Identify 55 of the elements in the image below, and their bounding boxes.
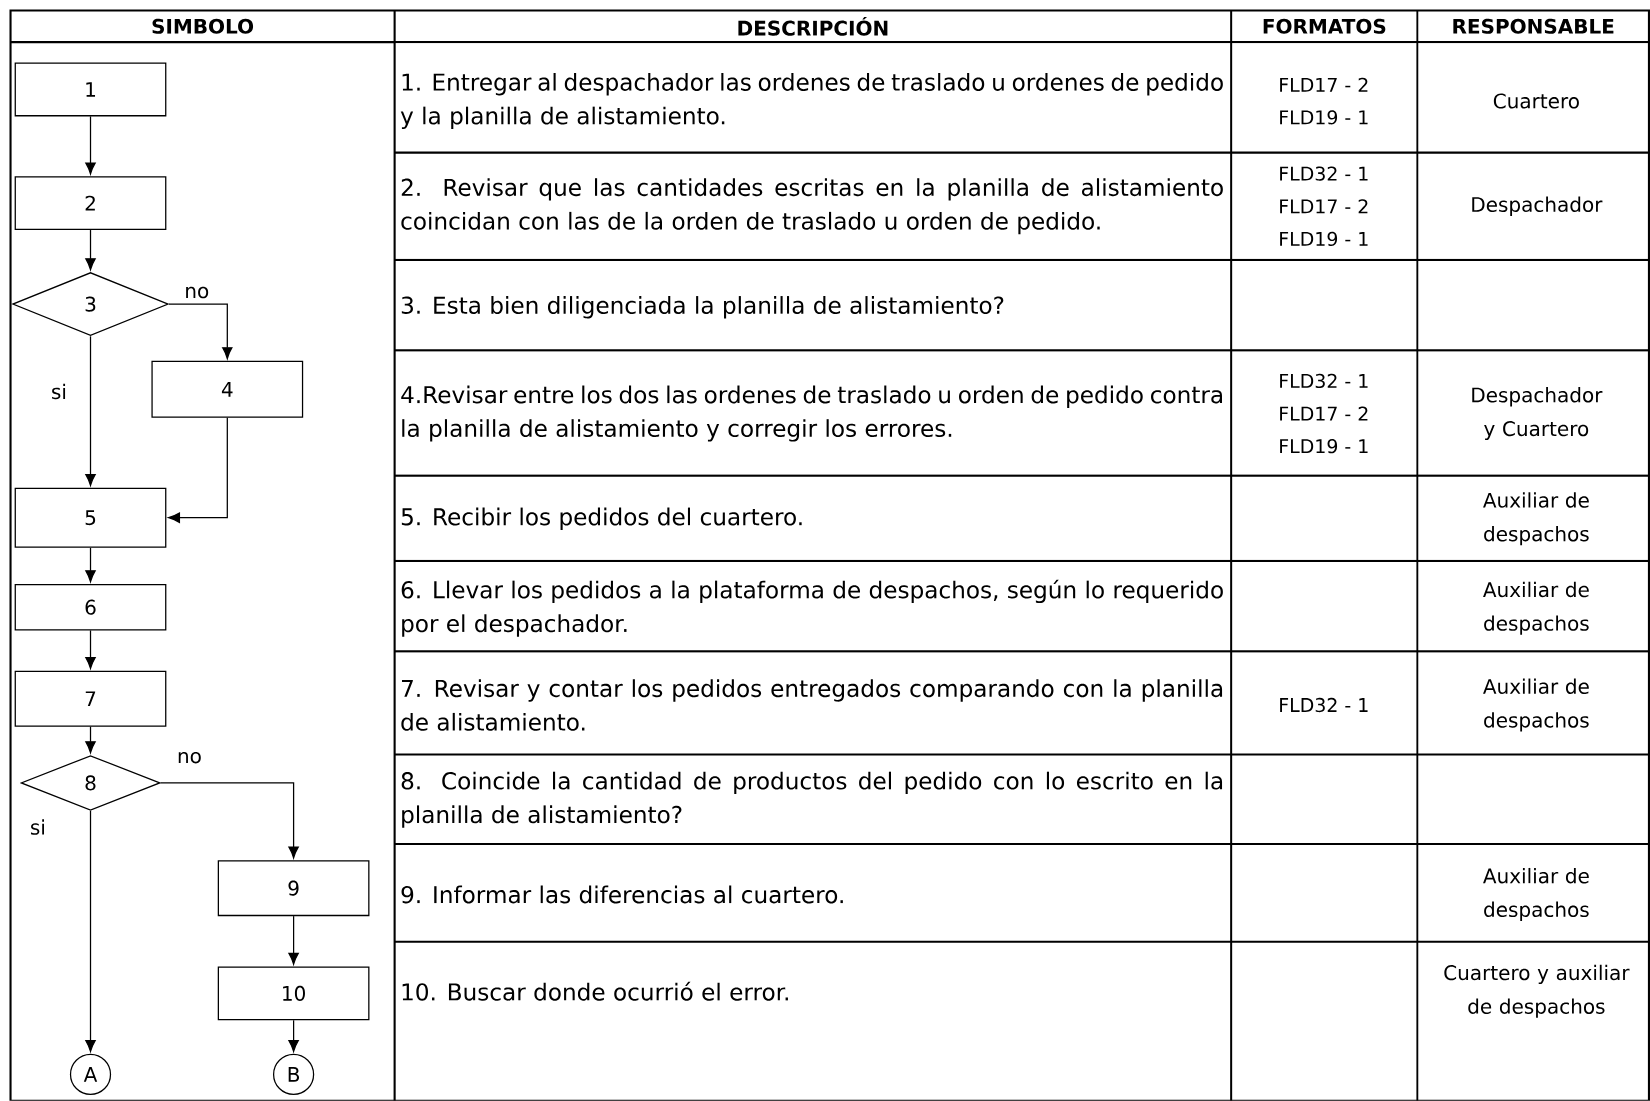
- arrow: [85, 335, 96, 487]
- process-box: 2: [14, 176, 167, 231]
- arrow: [85, 115, 96, 175]
- edge-label: si: [49, 382, 68, 401]
- description-text: 7. Revisar y contar los pedidos entregados comparando con la planilla de alistamiento.: [401, 679, 1223, 731]
- format-code: FLD17 - 2: [1280, 199, 1368, 214]
- description-text: 3. Esta bien diligenciada la planilla de alistamiento?: [401, 296, 1004, 319]
- format-code: FLD19 - 1: [1280, 439, 1368, 454]
- responsible-text: Auxiliar de despachos: [1483, 678, 1589, 732]
- description-text: 8. Coincide la cantidad de productos del pedido con lo escrito en la planilla de alistamiento?: [401, 771, 1223, 828]
- responsible-text: Auxiliar de despachos: [1483, 581, 1589, 635]
- column-header: SIMBOLO: [152, 18, 254, 34]
- responsible-text: Despachador: [1472, 196, 1603, 217]
- format-code: FLD17 - 2: [1280, 406, 1368, 421]
- arrow: [85, 229, 96, 271]
- arrow: [159, 782, 299, 859]
- responsible-text: Despachador y Cuartero: [1472, 387, 1603, 441]
- format-code: FLD32 - 1: [1280, 166, 1368, 181]
- format-code: FLD32 - 1: [1280, 373, 1368, 389]
- edge-label: si: [28, 818, 47, 837]
- arrow: [85, 547, 96, 583]
- description-text: 10. Buscar donde ocurrió el error.: [402, 982, 788, 1001]
- format-code: FLD32 - 1: [1280, 698, 1368, 713]
- arrow: [288, 1019, 299, 1053]
- format-code: FLD19 - 1: [1280, 110, 1368, 125]
- responsible-text: Cuartero y auxiliar de despachos: [1444, 964, 1630, 1018]
- responsible-text: Auxiliar de despachos: [1483, 868, 1589, 922]
- description-text: 4.Revisar entre los dos las ordenes de traslado u orden de pedido contra la planilla de alistamiento y corregir los errores.: [401, 385, 1222, 442]
- edge-label: no: [175, 751, 203, 765]
- column-header: FORMATOS: [1263, 18, 1386, 34]
- edge-label: no: [183, 285, 211, 300]
- format-code: FLD17 - 2: [1280, 77, 1368, 92]
- description-text: 6. Llevar los pedidos a la plataforma de despachos, según lo requerido por el despachador.: [401, 579, 1223, 637]
- description-text: 2. Revisar que las cantidades escritas en la planilla de alistamiento coincidan con las de la orden de traslado u orden de pedido.: [401, 178, 1223, 235]
- arrow: [85, 629, 96, 670]
- process-box: 6: [14, 584, 167, 631]
- description-text: 5. Recibir los pedidos del cuartero.: [401, 507, 802, 531]
- arrow: [85, 810, 96, 1053]
- responsible-text: Cuartero: [1493, 93, 1579, 109]
- process-box: 9: [217, 860, 370, 917]
- process-box: 5: [14, 487, 167, 548]
- column-header: RESPONSABLE: [1453, 18, 1614, 34]
- process-box: 1: [14, 62, 167, 117]
- process-box: 7: [14, 670, 167, 727]
- arrow: [168, 417, 228, 524]
- process-box: 4: [151, 361, 304, 418]
- column-header: DESCRIPCIÓN: [738, 17, 888, 36]
- description-text: 9. Informar las diferencias al cuartero.: [401, 885, 843, 904]
- arrow: [85, 726, 96, 754]
- responsible-text: Auxiliar de despachos: [1483, 492, 1589, 546]
- description-text: 1. Entregar al despachador las ordenes de traslado u ordenes de pedido y la planilla de alistamiento.: [400, 73, 1223, 130]
- arrow: [168, 303, 233, 360]
- format-code: FLD19 - 1: [1280, 231, 1368, 247]
- arrow: [288, 915, 299, 965]
- process-box: 10: [217, 966, 370, 1021]
